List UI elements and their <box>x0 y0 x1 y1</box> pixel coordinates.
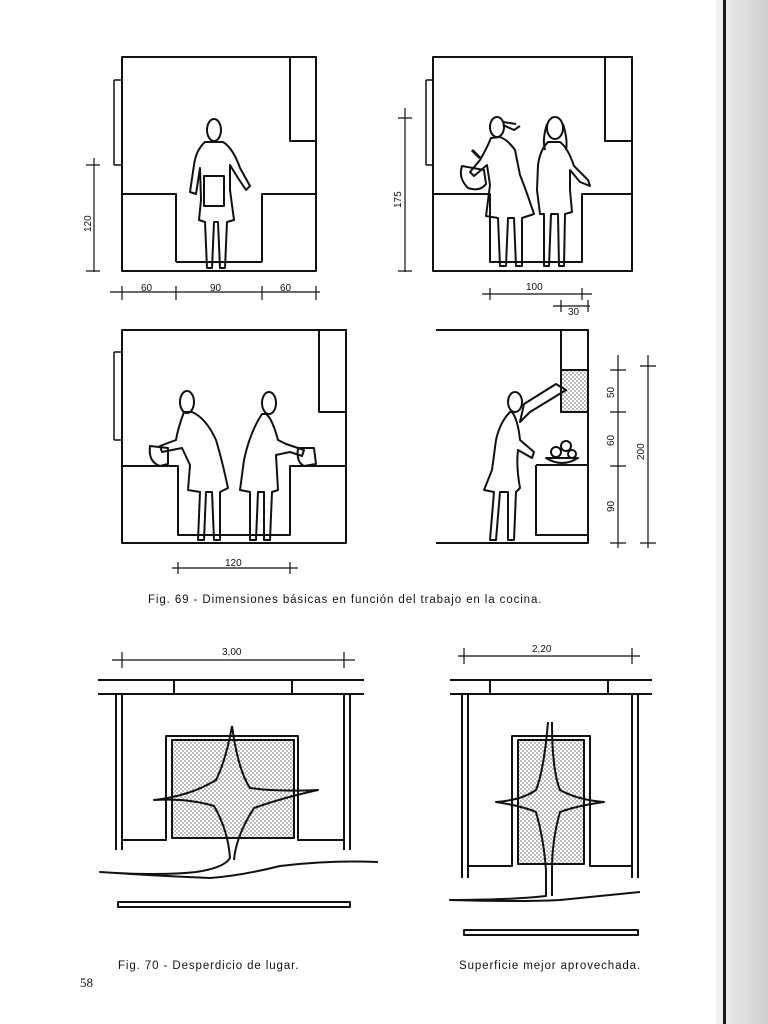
woman-figure <box>189 118 251 269</box>
two-women-figures <box>459 116 591 267</box>
page-number: 58 <box>80 975 93 990</box>
dim-3-00: 3,00 <box>222 647 242 658</box>
figure-70-caption-right: Superficie mejor aprovechada. <box>459 960 642 972</box>
panel-two-persons <box>398 56 633 300</box>
plan-wasted-space <box>98 652 379 908</box>
dim-30: 30 <box>568 307 580 318</box>
dim-2-20: 2,20 <box>532 644 552 655</box>
panel-back-to-back <box>113 329 347 574</box>
dim-60-height: 60 <box>606 434 617 446</box>
dim-60-right: 60 <box>280 283 292 294</box>
dim-90-height: 90 <box>606 500 617 512</box>
dim-120-vertical: 120 <box>83 215 94 232</box>
dim-175: 175 <box>393 191 404 208</box>
panel-one-person <box>86 56 320 300</box>
dim-60-left: 60 <box>141 283 153 294</box>
dim-120-horizontal: 120 <box>225 558 242 569</box>
two-women-working <box>148 390 317 541</box>
dim-200: 200 <box>636 443 647 460</box>
figure-69-caption: Fig. 69 - Dimensiones básicas en función… <box>148 594 543 606</box>
figure-70-caption-left: Fig. 70 - Desperdicio de lugar. <box>118 960 300 972</box>
page-edge-line <box>723 0 726 1024</box>
woman-reaching <box>483 383 567 541</box>
panel-reach <box>436 300 656 548</box>
plan-better-space <box>449 648 652 936</box>
dim-50: 50 <box>606 386 617 398</box>
dim-90: 90 <box>210 283 222 294</box>
dim-100: 100 <box>526 282 543 293</box>
